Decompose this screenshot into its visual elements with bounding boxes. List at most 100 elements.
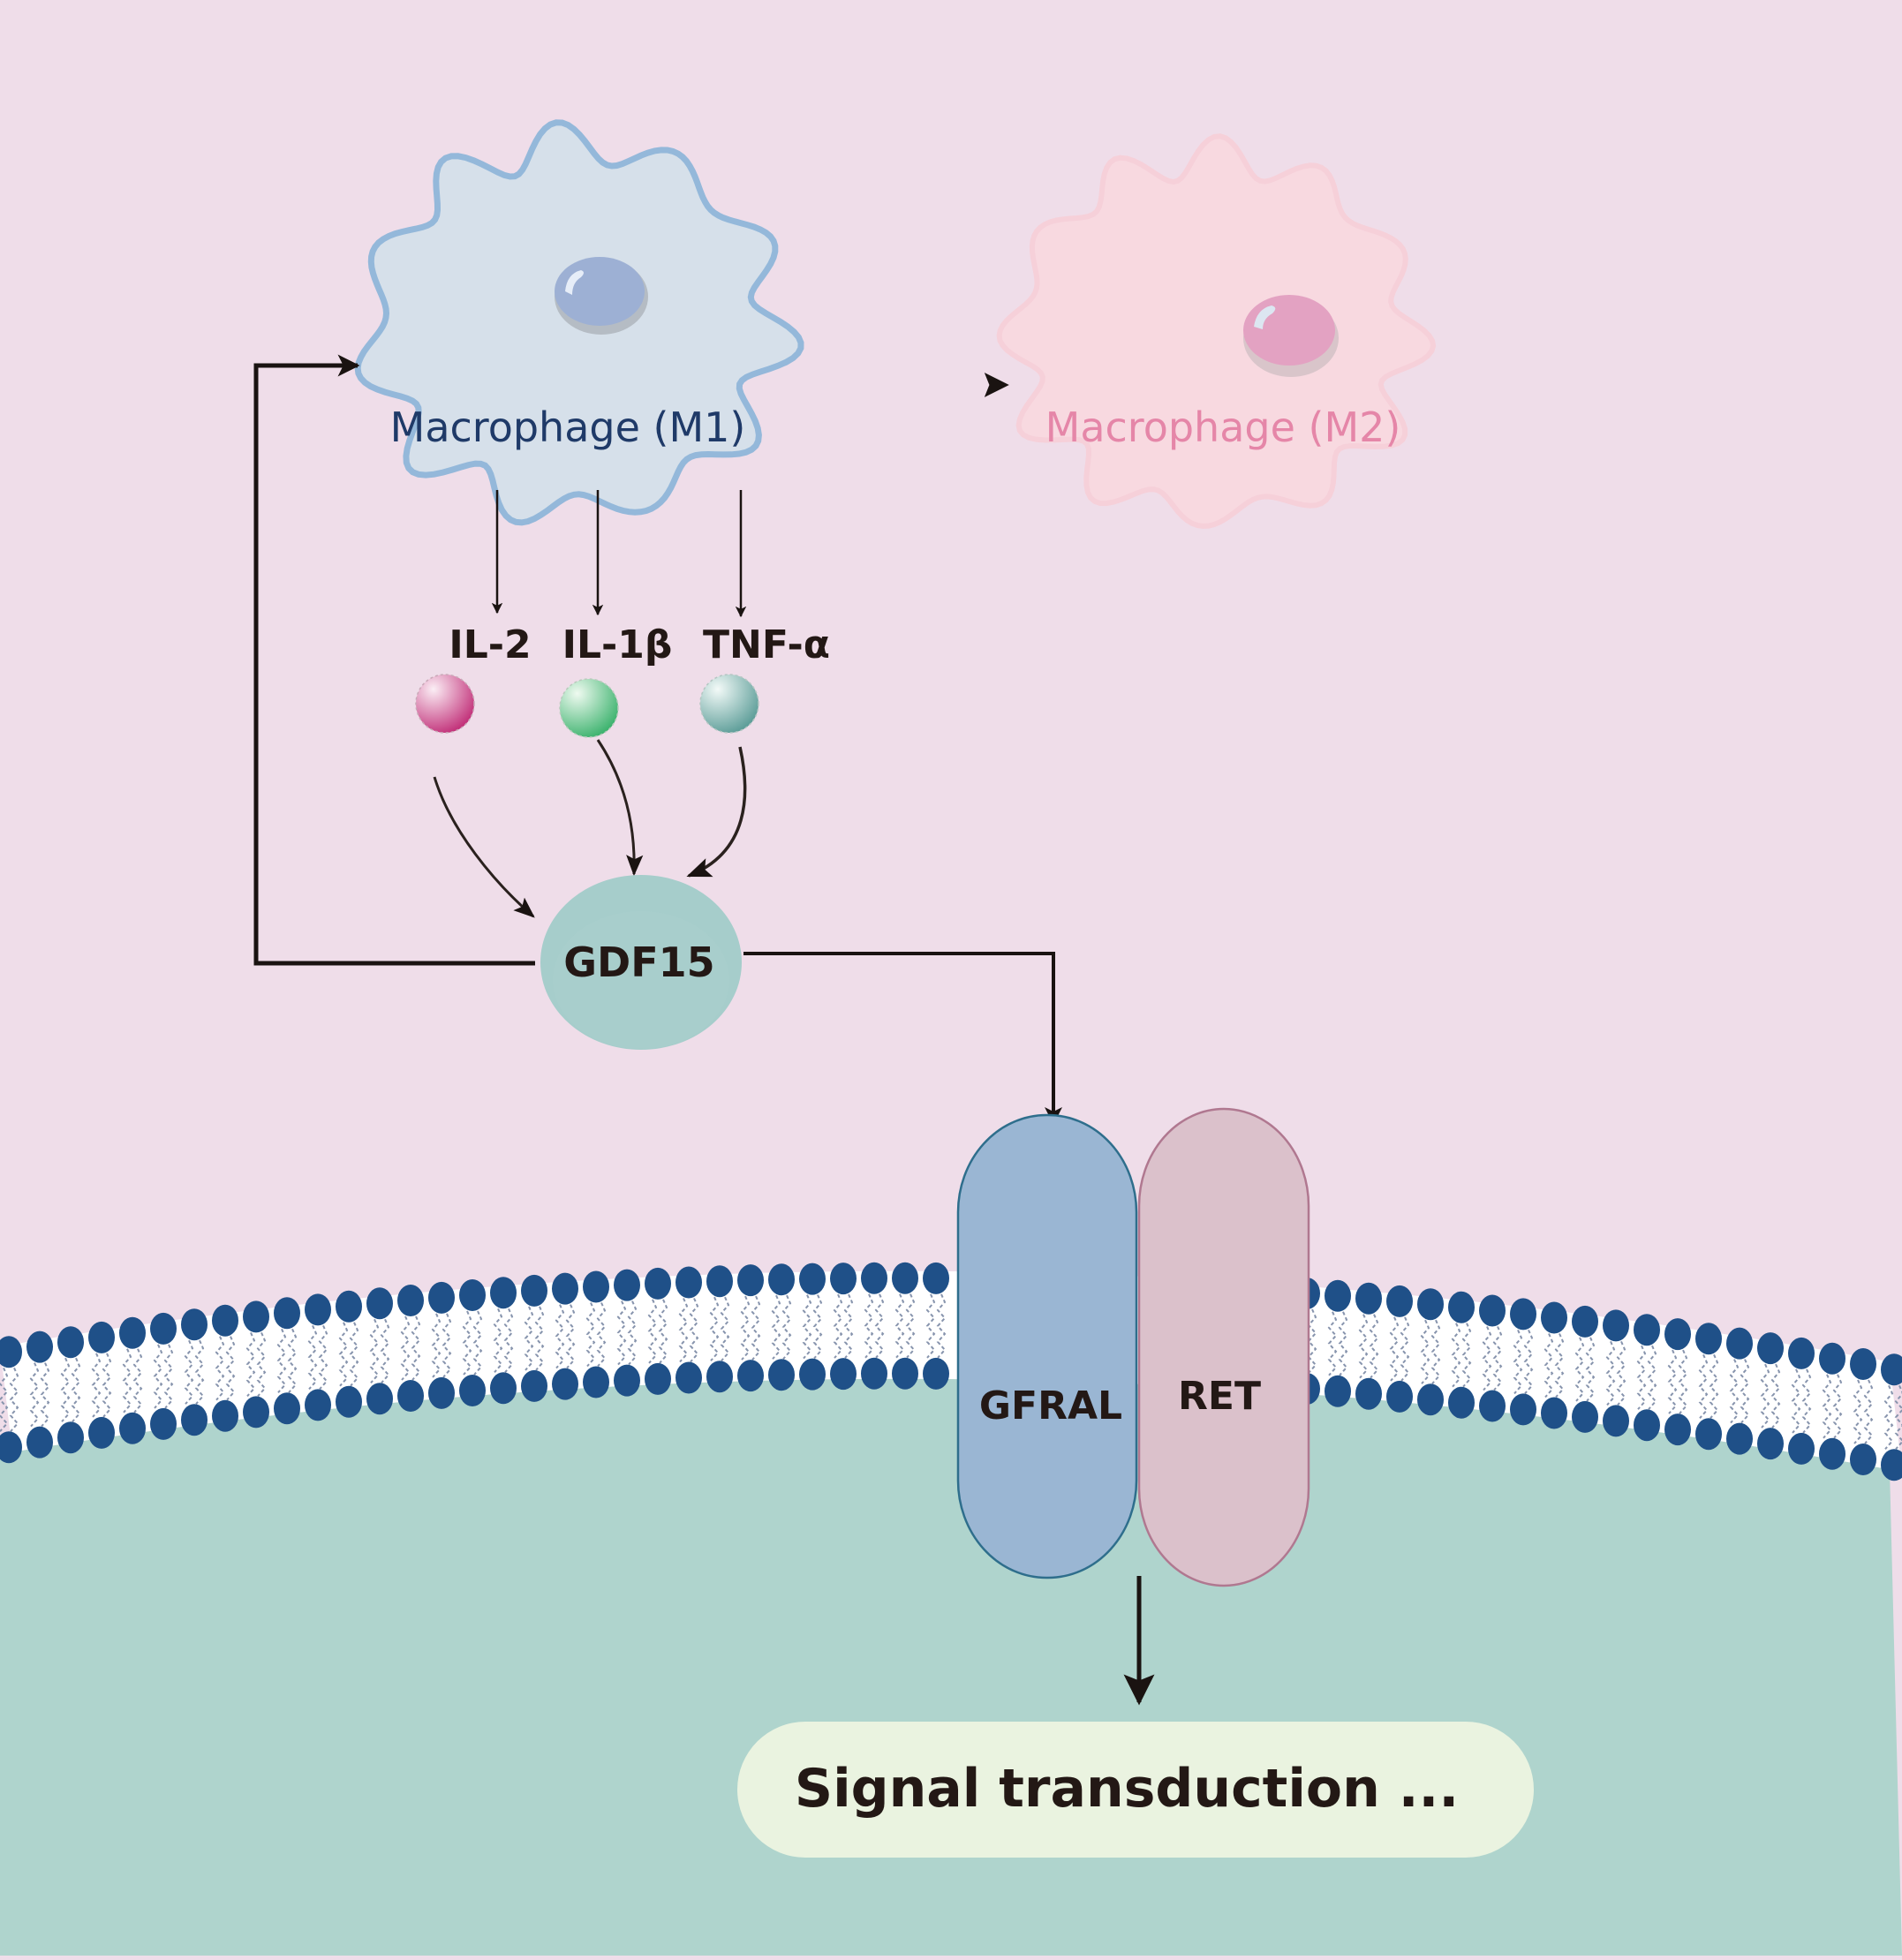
phospholipid-head xyxy=(1355,1282,1382,1315)
phospholipid-head xyxy=(1386,1285,1413,1317)
lipid-tail xyxy=(91,1353,102,1418)
lipid-tail xyxy=(1605,1340,1616,1406)
lipid-tail xyxy=(1420,1319,1430,1384)
lipid-tail xyxy=(1760,1363,1770,1429)
lipid-tail xyxy=(380,1318,390,1383)
lipid-tail xyxy=(400,1315,411,1381)
lipid-tail xyxy=(1853,1379,1863,1444)
arrow-gdf15-feedback-to-m1 xyxy=(253,354,535,966)
lipid-tail xyxy=(678,1298,689,1363)
cytokine-label-tnfa: TNF-α xyxy=(703,622,830,667)
phospholipid-head xyxy=(150,1407,177,1440)
phospholipid-head xyxy=(119,1316,146,1349)
phospholipid-head xyxy=(0,1431,22,1464)
phospholipid-head xyxy=(1695,1323,1722,1355)
phospholipid-head xyxy=(861,1357,887,1390)
phospholipid-head xyxy=(88,1416,115,1449)
macrophage-m1[interactable]: Macrophage (M1) xyxy=(354,119,804,526)
phospholipid-head xyxy=(552,1272,578,1305)
lipid-tail xyxy=(1698,1353,1709,1419)
cytokine-tnfa-sphere[interactable] xyxy=(699,674,759,734)
phospholipid-head xyxy=(88,1321,115,1353)
lipid-tail xyxy=(833,1293,843,1359)
gdf15-node[interactable]: GDF15 xyxy=(540,875,742,1050)
lipid-tail xyxy=(596,1302,607,1368)
lipid-tail xyxy=(225,1336,236,1401)
lipid-tail xyxy=(503,1308,514,1373)
lipid-tail xyxy=(338,1322,349,1387)
gfral-receptor[interactable]: GFRAL xyxy=(956,1113,1138,1579)
lipid-tail xyxy=(1543,1333,1554,1398)
ret-receptor[interactable]: RET xyxy=(1137,1107,1310,1587)
lipid-tail xyxy=(184,1339,194,1405)
cytokine-il1b-sphere[interactable] xyxy=(559,678,619,738)
phospholipid-head xyxy=(1572,1400,1598,1433)
phospholipid-head xyxy=(645,1362,671,1395)
lipid-tail xyxy=(874,1293,885,1359)
phospholipid-head xyxy=(1417,1288,1444,1321)
arrow-gdf15-to-gfral xyxy=(743,952,1062,1125)
macrophage-m1-nucleus xyxy=(555,257,648,335)
phospholipid-head xyxy=(0,1336,22,1368)
lipid-tail xyxy=(1585,1337,1596,1402)
lipid-tail xyxy=(71,1357,81,1422)
phospholipid-head xyxy=(799,1358,826,1391)
lipid-tail xyxy=(1554,1333,1565,1398)
phospholipid-head xyxy=(1850,1348,1876,1380)
lipid-tail xyxy=(1338,1311,1348,1376)
lipid-tail xyxy=(215,1336,225,1401)
lipid-tail xyxy=(163,1344,174,1409)
lipid-tail xyxy=(1791,1368,1801,1434)
lipid-tails xyxy=(0,1293,1902,1450)
phospholipid-head xyxy=(583,1270,609,1303)
lipid-tail xyxy=(565,1304,576,1369)
lipid-tail xyxy=(1358,1314,1369,1379)
lipid-tail xyxy=(9,1367,19,1432)
phospholipid-head xyxy=(1479,1294,1506,1327)
phospholipid-head xyxy=(366,1287,393,1320)
phospholipid-head xyxy=(428,1376,455,1409)
lipid-tail xyxy=(60,1357,71,1422)
phospholipid-head xyxy=(336,1385,362,1418)
macrophage-m2-label: Macrophage (M2) xyxy=(1045,403,1401,451)
macrophage-m2[interactable]: Macrophage (M2) xyxy=(996,133,1437,530)
phospholipid-head xyxy=(305,1293,331,1326)
phospholipid-head xyxy=(181,1308,208,1341)
lipid-tail xyxy=(472,1310,483,1376)
phospholipid-head xyxy=(1726,1422,1753,1455)
lipid-tail xyxy=(1678,1349,1688,1414)
lipid-tail xyxy=(462,1310,472,1376)
phospholipid-head xyxy=(1819,1342,1845,1375)
lipid-tail xyxy=(349,1322,359,1387)
lipid-tail xyxy=(0,1367,9,1432)
gdf15-label: GDF15 xyxy=(563,939,714,986)
lipid-tail xyxy=(153,1344,163,1409)
phospholipid-head xyxy=(1510,1393,1536,1426)
phospholipid-head xyxy=(892,1357,918,1390)
lipid-tail xyxy=(1430,1319,1441,1384)
lipid-tail xyxy=(29,1362,40,1428)
phospholipid-head xyxy=(428,1281,455,1314)
cytokine-il2-sphere[interactable] xyxy=(415,674,475,734)
phospholipid-head xyxy=(923,1262,949,1294)
lipid-tail xyxy=(493,1308,503,1373)
lipid-tail xyxy=(658,1299,668,1364)
phospholipid-head xyxy=(892,1262,918,1294)
phospholipid-head xyxy=(397,1380,424,1412)
phospholipid-head xyxy=(1325,1375,1351,1407)
lipid-tail xyxy=(843,1293,854,1359)
signal-transduction-box[interactable]: Signal transduction ... xyxy=(737,1722,1534,1858)
lipid-tail xyxy=(1327,1311,1338,1376)
lipid-tail xyxy=(1400,1316,1410,1382)
lipid-tail xyxy=(102,1353,112,1418)
lipid-tail xyxy=(905,1293,916,1359)
lipid-tail xyxy=(122,1348,132,1413)
lipid-tail xyxy=(1636,1345,1647,1410)
phospholipid-head xyxy=(676,1266,702,1299)
phospholipid-head xyxy=(1417,1383,1444,1416)
lipid-tail xyxy=(1574,1337,1585,1402)
lipid-tail xyxy=(194,1339,205,1405)
lipid-tail xyxy=(1647,1345,1657,1410)
macrophage-m1-label: Macrophage (M1) xyxy=(390,403,746,451)
